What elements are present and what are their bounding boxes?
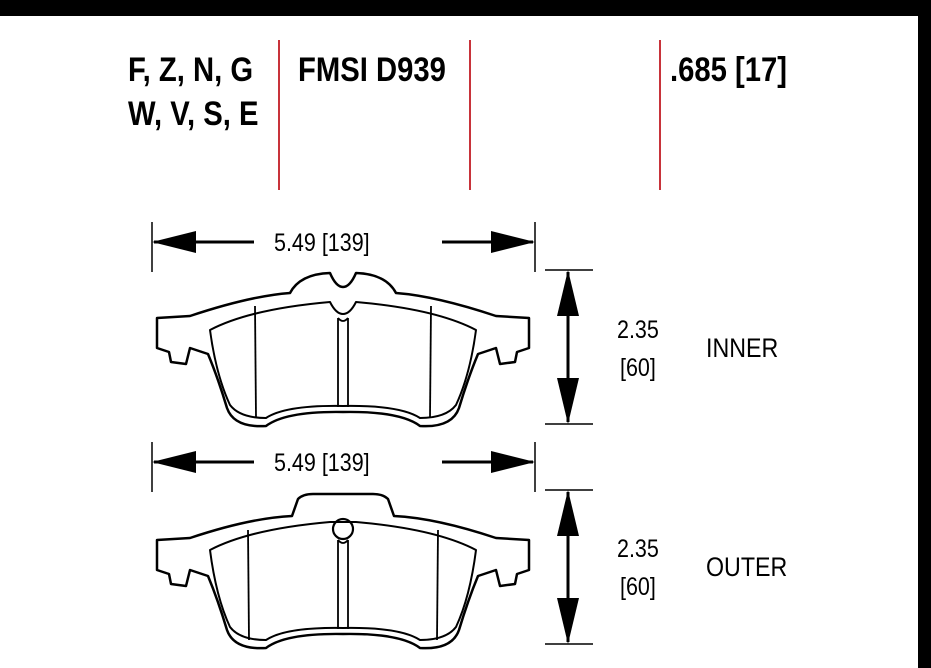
pad-thickness: .685 [17]	[670, 51, 788, 89]
divider-line	[469, 40, 471, 190]
outer-height-mm: [60]	[620, 573, 656, 601]
compound-codes-line-1: F, Z, N, G	[128, 51, 254, 89]
inner-height-mm: [60]	[620, 354, 656, 382]
inner-pad	[151, 222, 593, 428]
inner-height-value: 2.35	[617, 316, 659, 344]
arrowhead	[152, 231, 196, 253]
compound-codes-line-2: W, V, S, E	[128, 95, 259, 133]
arrowhead	[557, 598, 579, 644]
inner-pad-label: INNER	[706, 333, 779, 363]
arrowhead	[491, 231, 535, 253]
arrowhead	[557, 270, 579, 316]
inner-friction-material	[209, 301, 477, 419]
arrowhead	[557, 378, 579, 424]
divider-line	[278, 40, 280, 190]
fmsi-number: FMSI D939	[298, 51, 446, 89]
locating-pin	[331, 517, 355, 541]
outer-backing-plate	[155, 492, 531, 650]
arrowhead	[557, 490, 579, 536]
inner-backing-plate	[155, 271, 531, 428]
outer-height-value: 2.35	[617, 535, 659, 563]
outer-friction-material	[209, 521, 477, 641]
outer-width-label: 5.49 [139]	[274, 449, 370, 477]
arrowhead	[491, 451, 535, 473]
outer-pad-label: OUTER	[706, 552, 788, 582]
inner-width-label: 5.49 [139]	[274, 229, 370, 257]
outer-pad	[151, 442, 593, 650]
divider-line	[659, 40, 661, 190]
drawing-sheet	[0, 16, 918, 668]
arrowhead	[152, 451, 196, 473]
